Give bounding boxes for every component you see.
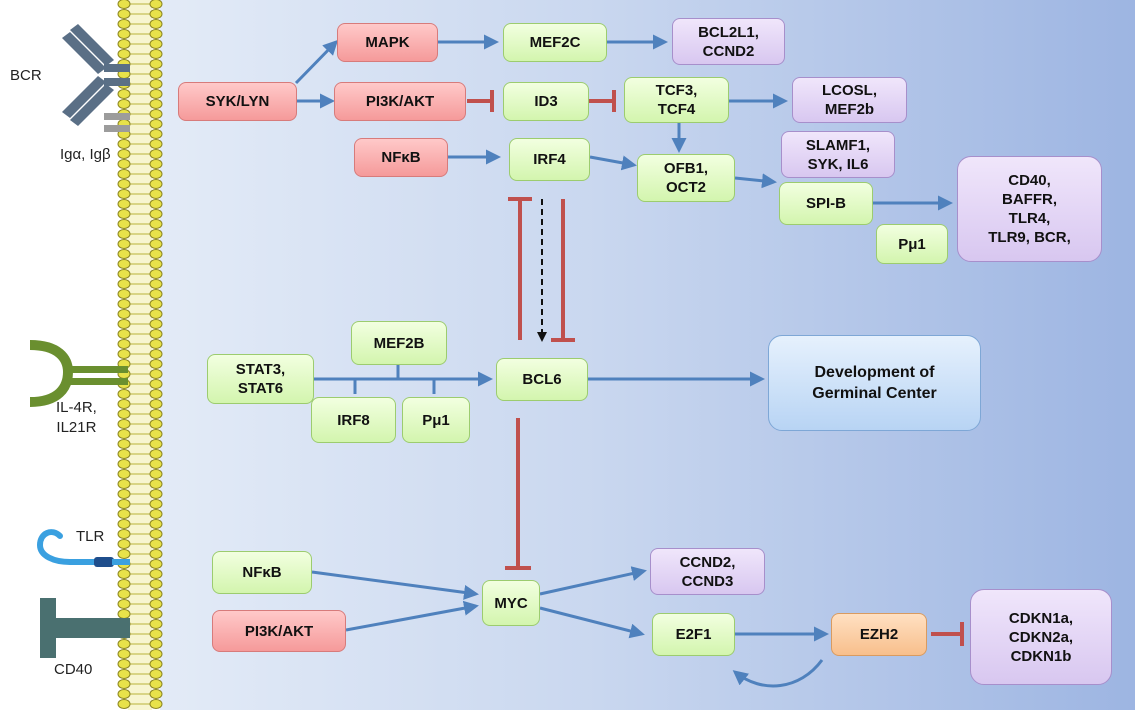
node-pu1-top: Pμ1 xyxy=(876,224,948,264)
node-germinal-center: Development of Germinal Center xyxy=(768,335,981,431)
cd40-icon xyxy=(40,598,130,658)
edge-ezh2-e2f1-feedback xyxy=(732,659,824,688)
node-ofb1-oct2: OFB1, OCT2 xyxy=(637,154,735,202)
node-id3: ID3 xyxy=(503,82,589,121)
tlr-icon xyxy=(36,529,130,567)
node-cd40-baffr-tlr: CD40, BAFFR, TLR4, TLR9, BCR, xyxy=(957,156,1102,262)
edge-nfkb-myc xyxy=(311,570,479,600)
ig-alpha-beta-label: Igα, Igβ xyxy=(60,146,111,163)
node-lcosl-mef2b: LCOSL, MEF2b xyxy=(792,77,907,123)
il4r-il21r-label: IL-4R, IL21R xyxy=(56,399,97,436)
node-pi3k-akt-top: PI3K/AKT xyxy=(334,82,466,121)
tlr-label: TLR xyxy=(76,528,105,545)
edge-myc-e2f1 xyxy=(539,606,645,639)
il4r-icon xyxy=(29,340,128,407)
node-nfkb-top: NFκB xyxy=(354,138,448,177)
node-pu1-mid: Pμ1 xyxy=(402,397,470,443)
node-ccnd2-ccnd3: CCND2, CCND3 xyxy=(650,548,765,595)
bcr-icon xyxy=(62,24,130,132)
edge-myc-ccnd xyxy=(539,566,647,596)
node-bcl2l1-ccnd2: BCL2L1, CCND2 xyxy=(672,18,785,65)
node-spi-b: SPI-B xyxy=(779,182,873,225)
node-bcl6: BCL6 xyxy=(496,358,588,401)
node-slamf1-syk-il6: SLAMF1, SYK, IL6 xyxy=(781,131,895,178)
node-syk-lyn: SYK/LYN xyxy=(178,82,297,121)
cd40-label: CD40 xyxy=(54,661,93,678)
node-e2f1: E2F1 xyxy=(652,613,735,656)
edge-irf4-ofb1 xyxy=(589,155,637,171)
node-cdkn: CDKN1a, CDKN2a, CDKN1b xyxy=(970,589,1112,685)
node-irf8: IRF8 xyxy=(311,397,396,443)
node-tcf3-tcf4: TCF3, TCF4 xyxy=(624,77,729,123)
node-nfkb-bottom: NFκB xyxy=(212,551,312,594)
edge-ofb1-spib xyxy=(734,173,777,189)
node-ezh2: EZH2 xyxy=(831,613,927,656)
edge-pi3k-myc xyxy=(345,600,479,632)
node-stat3-stat6: STAT3, STAT6 xyxy=(207,354,314,404)
node-pi3k-akt-bottom: PI3K/AKT xyxy=(212,610,346,652)
node-mef2b: MEF2B xyxy=(351,321,447,365)
edge-syk-mapk xyxy=(294,39,339,85)
bcr-label: BCR xyxy=(10,67,42,84)
cell-membrane xyxy=(117,0,163,710)
node-mef2c: MEF2C xyxy=(503,23,607,62)
node-myc: MYC xyxy=(482,580,540,626)
node-irf4: IRF4 xyxy=(509,138,590,181)
node-mapk: MAPK xyxy=(337,23,438,62)
